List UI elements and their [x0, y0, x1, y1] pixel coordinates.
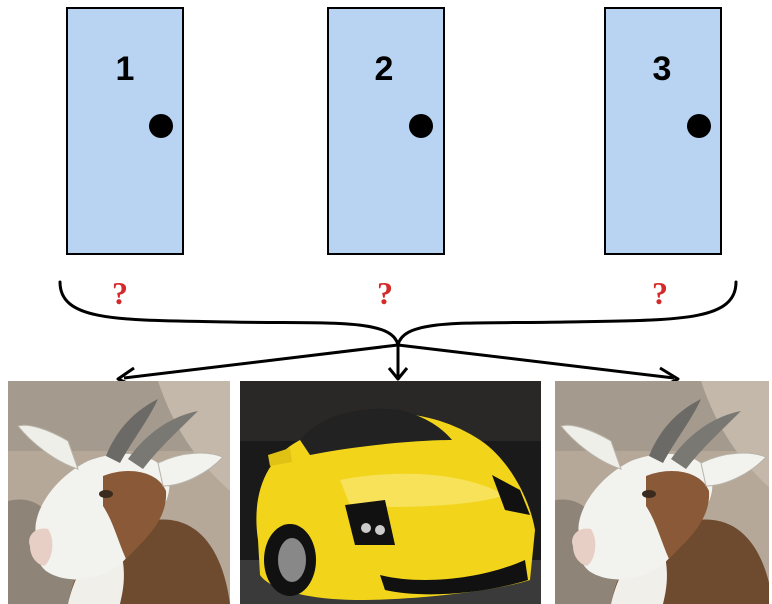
car-icon	[240, 381, 541, 604]
door-1-knob	[149, 114, 173, 138]
door-3-question-mark: ?	[652, 275, 668, 311]
curly-brace	[58, 280, 738, 346]
door-3-knob	[687, 114, 711, 138]
goat-icon	[555, 381, 769, 604]
door-1: 1	[66, 7, 184, 255]
door-2-knob	[409, 114, 433, 138]
goat-icon	[8, 381, 230, 604]
arrow-to-left-prize	[116, 343, 399, 389]
door-2-number: 2	[375, 50, 394, 88]
door-2-question-mark: ?	[377, 275, 393, 311]
door-3: 3	[604, 7, 722, 255]
arrow-to-right-prize	[397, 343, 680, 389]
door-2: 2	[327, 7, 445, 255]
arrow-to-center-prize	[387, 345, 409, 381]
door-3-number: 3	[653, 50, 672, 88]
door-1-question-mark: ?	[112, 275, 128, 311]
door-1-number: 1	[116, 50, 135, 88]
